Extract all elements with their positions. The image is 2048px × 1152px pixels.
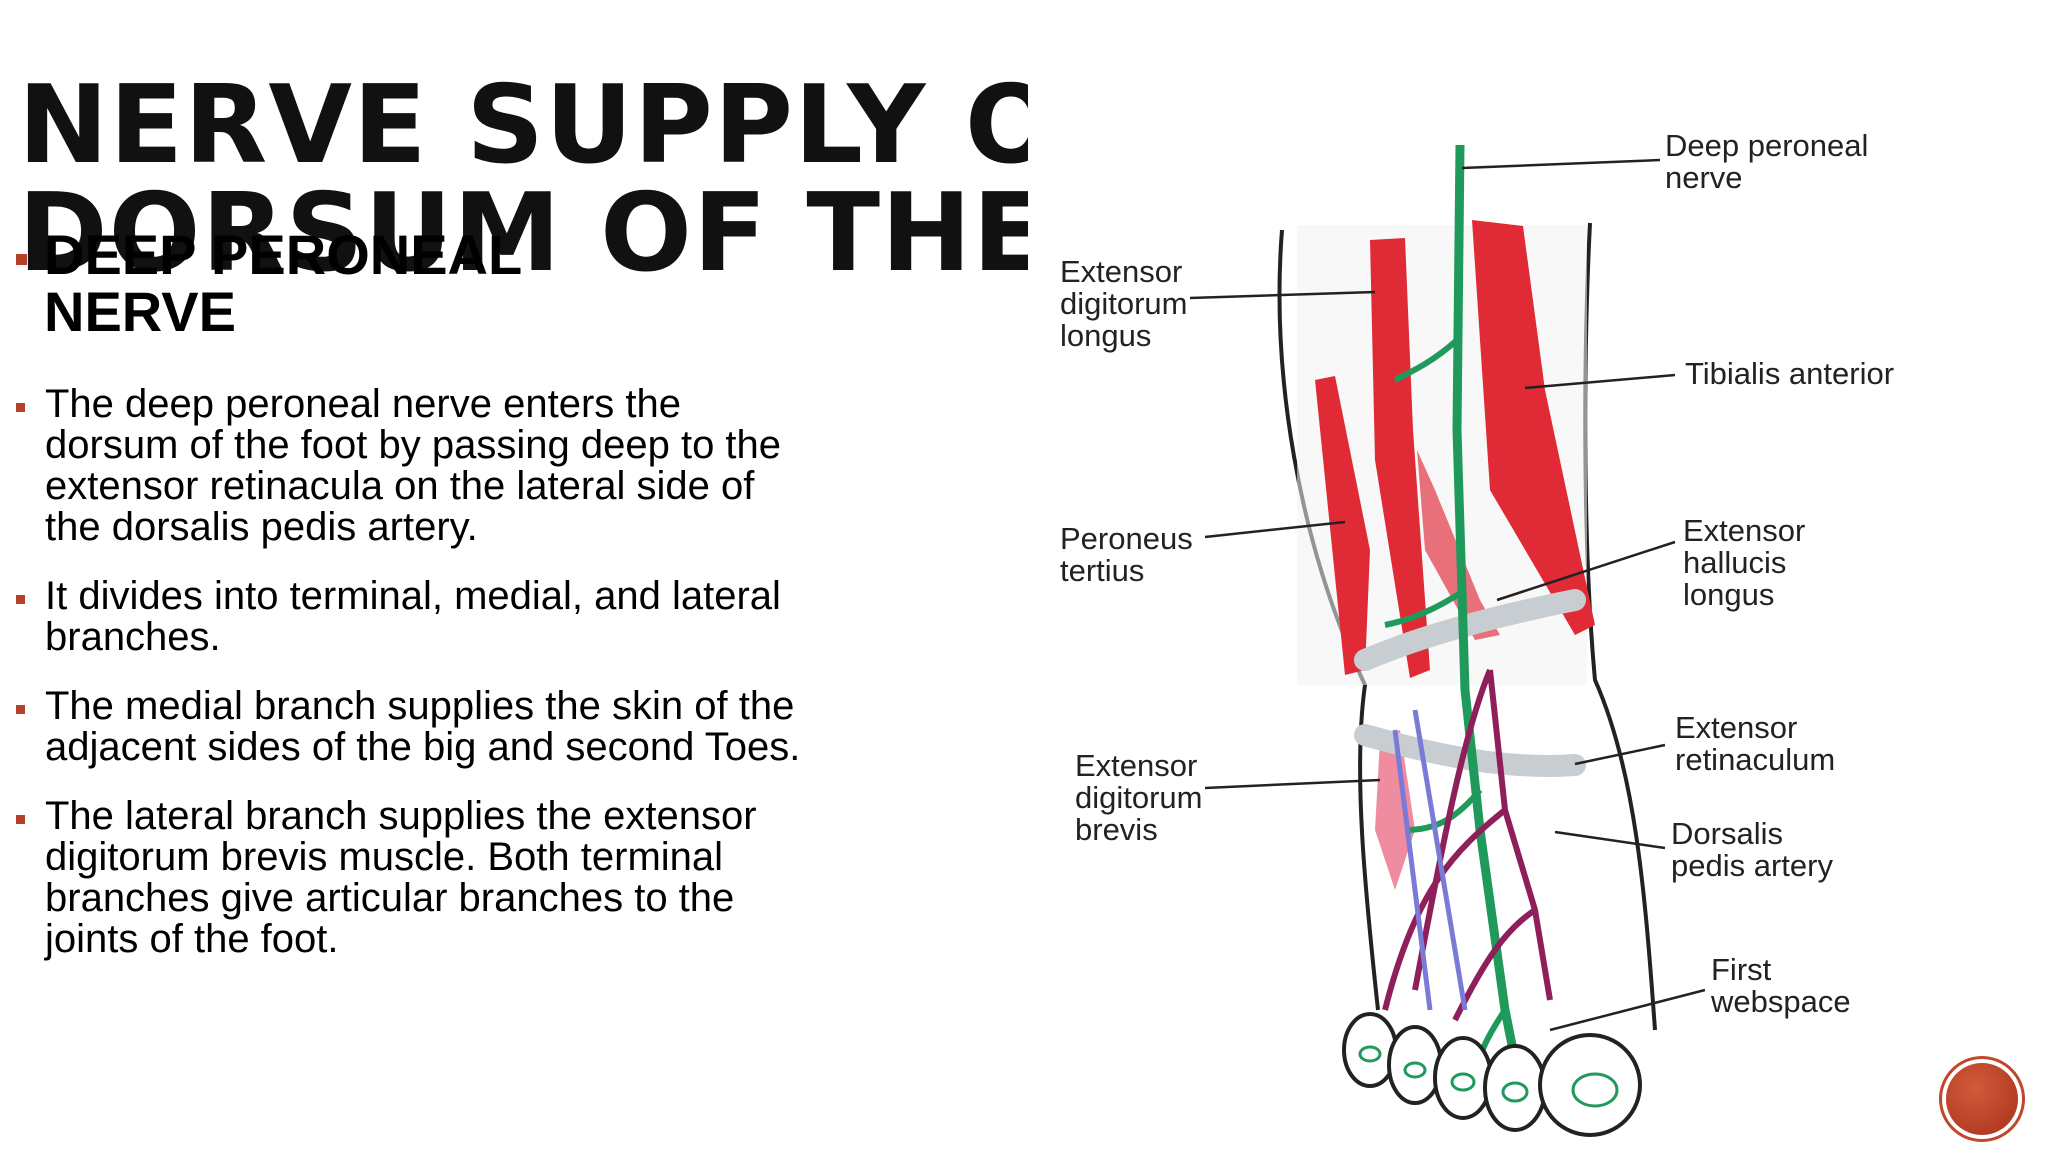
- label-dorsalis-pedis-artery: Dorsalis pedis artery: [1671, 816, 1833, 883]
- toe-nail: [1571, 1072, 1619, 1108]
- foot-illustration: [1189, 144, 1706, 1137]
- toe-nail: [1358, 1045, 1382, 1063]
- leader-lines: [1189, 158, 1706, 1032]
- label-tibialis-anterior: Tibialis anterior: [1685, 356, 1895, 391]
- bullet-item: It divides into terminal, medial, and la…: [16, 576, 1016, 658]
- label-deep-peroneal-nerve: Deep peroneal nerve: [1665, 128, 1869, 195]
- label-peroneus-tertius: Peroneus tertius: [1060, 521, 1193, 588]
- slide-nav-button[interactable]: [1946, 1063, 2018, 1135]
- slide-title-line-2: DORSUM OF THE FOOT: [18, 171, 1028, 291]
- bullet-heading: DEEP PERONEAL NERVE: [16, 226, 1016, 340]
- deep-peroneal-nerve-line: [1452, 144, 1520, 1061]
- bullet-text: The lateral branch supplies the extensor…: [45, 794, 757, 961]
- extensor-digitorum-brevis-muscle: [1375, 730, 1415, 890]
- slide-title-line-1: NERVE SUPPLY OF THE: [18, 72, 1028, 189]
- toe-nail: [1450, 1072, 1476, 1092]
- content-bullets: DEEP PERONEAL NERVE The deep peroneal ne…: [16, 226, 1016, 988]
- label-first-webspace: First webspace: [1711, 952, 1851, 1019]
- label-extensor-retinaculum: Extensor retinaculum: [1675, 710, 1836, 777]
- bullet-square-icon: [16, 705, 25, 714]
- peroneus-tertius-muscle: [1315, 376, 1370, 675]
- bullet-square-icon: [16, 815, 25, 824]
- toe-nail: [1403, 1061, 1427, 1079]
- toe: [1387, 1025, 1443, 1105]
- tibialis-anterior-muscle: [1472, 220, 1595, 635]
- bullet-item: The deep peroneal nerve enters the dorsu…: [16, 384, 1016, 548]
- toes-group: [1342, 1012, 1642, 1137]
- big-toe: [1538, 1033, 1642, 1137]
- bullet-text: The deep peroneal nerve enters the dorsu…: [45, 382, 782, 549]
- foot-anatomy-figure: Deep peroneal nerve Extensor digitorum l…: [1035, 130, 1950, 1152]
- toe: [1433, 1036, 1493, 1120]
- label-extensor-hallucis-longus: Extensor hallucis longus: [1683, 513, 1806, 612]
- heading-text: DEEP PERONEAL NERVE: [44, 223, 522, 343]
- superior-retinaculum-band: [1354, 589, 1586, 671]
- bullet-item: The lateral branch supplies the extensor…: [16, 796, 1016, 960]
- toe-nail: [1501, 1081, 1529, 1103]
- bullet-text: The medial branch supplies the skin of t…: [45, 684, 801, 769]
- dorsalis-pedis-artery-line: [1382, 668, 1553, 1022]
- extensor-hallucis-longus-muscle: [1417, 450, 1500, 640]
- bullet-square-icon: [16, 254, 27, 265]
- nerve-branches: [1384, 337, 1508, 1091]
- bullet-square-icon: [16, 403, 25, 412]
- bullet-square-icon: [16, 595, 25, 604]
- tendon-lines: [1392, 709, 1468, 1011]
- label-extensor-digitorum-brevis: Extensor digitorum brevis: [1075, 748, 1203, 847]
- extensor-digitorum-longus-muscle: [1370, 238, 1430, 678]
- label-extensor-digitorum-longus: Extensor digitorum longus: [1060, 254, 1188, 353]
- bullet-text: It divides into terminal, medial, and la…: [45, 574, 781, 659]
- bullet-item: The medial branch supplies the skin of t…: [16, 686, 1016, 768]
- toe: [1483, 1044, 1547, 1132]
- slide-title: NERVE SUPPLY OF THE DORSUM OF THE FOOT: [18, 72, 1028, 290]
